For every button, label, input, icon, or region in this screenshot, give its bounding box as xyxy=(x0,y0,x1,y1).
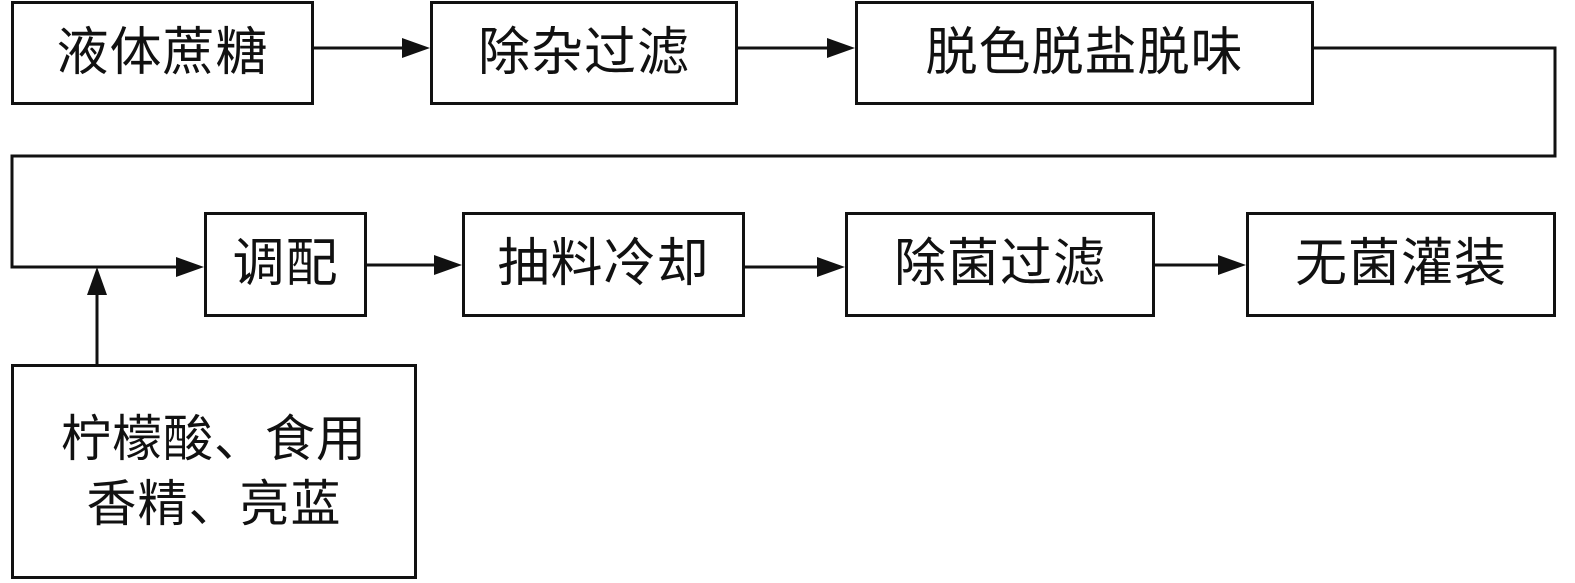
arrowhead xyxy=(87,267,107,295)
node-label: 液体蔗糖 xyxy=(56,22,269,83)
node-label: 除杂过滤 xyxy=(477,22,690,83)
arrowhead xyxy=(434,255,462,275)
node-label-line2: 香精、亮蓝 xyxy=(86,474,342,533)
node-aseptic-filling: 无菌灌装 xyxy=(1246,212,1556,317)
node-label-line1: 柠檬酸、食用 xyxy=(61,409,367,468)
node-label: 无菌灌装 xyxy=(1294,234,1507,295)
arrowhead xyxy=(817,257,845,277)
arrowhead xyxy=(827,38,855,58)
node-additives: 柠檬酸、食用 香精、亮蓝 xyxy=(11,364,417,579)
node-label: 脱色脱盐脱味 xyxy=(925,22,1244,83)
node-sterile-filtration: 除菌过滤 xyxy=(845,212,1155,317)
node-pumping-cooling: 抽料冷却 xyxy=(462,212,745,317)
node-label: 除菌过滤 xyxy=(893,234,1106,295)
arrowhead xyxy=(176,257,204,277)
arrowhead xyxy=(402,38,430,58)
return-path-connector xyxy=(10,46,1557,269)
node-liquid-sucrose: 液体蔗糖 xyxy=(11,1,314,105)
node-label: 调配 xyxy=(232,234,339,295)
node-label: 抽料冷却 xyxy=(497,234,710,295)
node-blending: 调配 xyxy=(204,212,367,317)
node-impurity-filtration: 除杂过滤 xyxy=(430,1,738,105)
arrowhead xyxy=(1218,255,1246,275)
node-decolor-desalt-deodor: 脱色脱盐脱味 xyxy=(855,1,1314,105)
